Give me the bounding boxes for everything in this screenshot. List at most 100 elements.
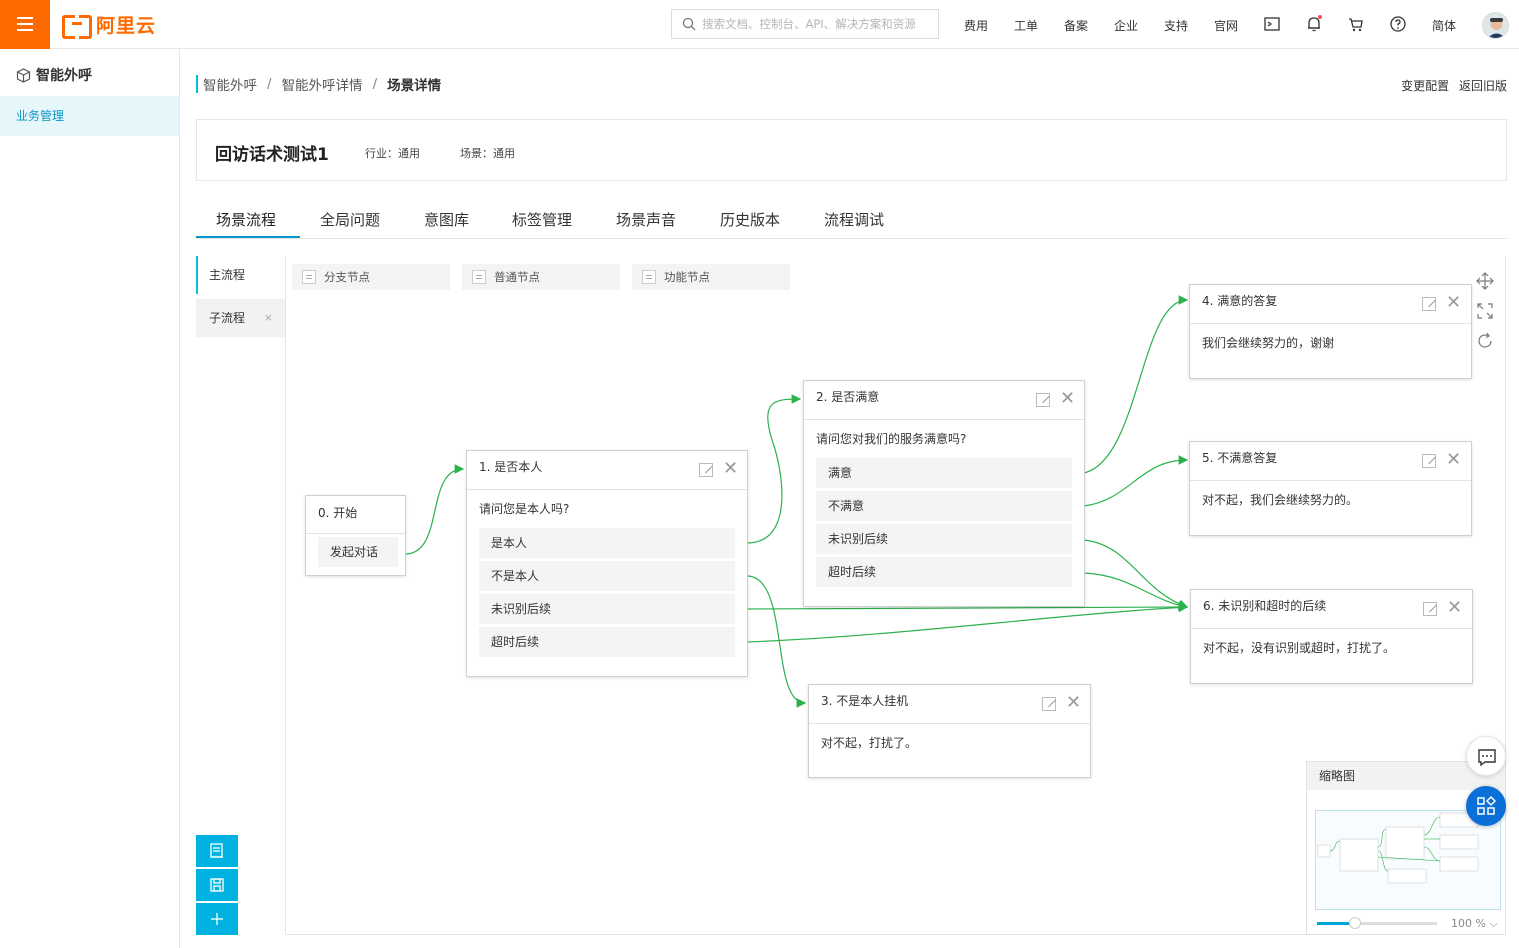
node-prompt: 对不起，我们会继续努力的。 — [1202, 493, 1359, 507]
chat-button[interactable] — [1466, 736, 1506, 776]
logo-text: 阿里云 — [96, 14, 157, 37]
node-prompt: 对不起，打扰了。 — [821, 736, 918, 750]
close-icon[interactable]: ✕ — [1060, 388, 1076, 409]
node-header: 2. 是否满意 ✕ — [804, 381, 1084, 420]
nav-official[interactable]: 官网 — [1214, 19, 1239, 33]
close-icon[interactable]: ✕ — [723, 458, 739, 479]
refresh-icon[interactable] — [1475, 331, 1495, 351]
tab-intent-library[interactable]: 意图库 — [424, 211, 470, 229]
cart-icon[interactable] — [1346, 14, 1366, 34]
node-option[interactable]: 超时后续 — [816, 557, 1072, 587]
scene-meta: 场景：通用 — [460, 147, 515, 160]
palette-label: 功能节点 — [664, 270, 710, 284]
node-title: 3. 不是本人挂机 — [821, 694, 909, 708]
change-config-link[interactable]: 变更配置 — [1401, 79, 1450, 93]
help-icon[interactable] — [1388, 14, 1408, 34]
flow-node-1[interactable]: 1. 是否本人 ✕ 请问您是本人吗? 是本人 不是本人 未识别后续 超时后续 — [466, 450, 748, 677]
flow-tab-main[interactable]: 主流程 — [196, 256, 285, 294]
tab-bar: 场景流程 全局问题 意图库 标签管理 场景声音 历史版本 流程调试 — [196, 200, 1507, 239]
node-option[interactable]: 发起对话 — [318, 537, 398, 567]
flow-tab-sub[interactable]: 子流程 × — [196, 299, 285, 337]
edit-icon[interactable] — [1422, 454, 1436, 468]
tab-history[interactable]: 历史版本 — [720, 211, 781, 229]
logo[interactable]: 阿里云 — [62, 13, 157, 39]
minimap-viewport[interactable] — [1315, 810, 1501, 910]
import-button[interactable] — [196, 835, 238, 867]
flow-node-6[interactable]: 6. 未识别和超时的后续 ✕ 对不起，没有识别或超时，打扰了。 — [1190, 589, 1473, 684]
breadcrumb-item[interactable]: 智能外呼详情 — [281, 78, 363, 94]
flow-node-5[interactable]: 5. 不满意答复 ✕ 对不起，我们会继续努力的。 — [1189, 441, 1472, 536]
search-box[interactable] — [671, 9, 939, 39]
zoom-slider[interactable] — [1317, 917, 1437, 929]
node-icon — [642, 270, 656, 284]
lang-switch[interactable]: 简体 — [1432, 19, 1457, 33]
zoom-level-value: 100 % — [1451, 917, 1486, 930]
breadcrumb-item[interactable]: 智能外呼 — [203, 78, 257, 94]
bell-icon[interactable] — [1304, 14, 1324, 34]
node-option[interactable]: 是本人 — [479, 528, 735, 558]
scene-header: 回访话术测试1 行业：通用 场景：通用 — [196, 119, 1507, 181]
search-input[interactable] — [702, 17, 932, 31]
close-icon[interactable]: ✕ — [1446, 292, 1462, 313]
tab-scene-voice[interactable]: 场景声音 — [616, 211, 677, 229]
save-button[interactable] — [196, 869, 238, 901]
fullscreen-icon[interactable] — [1475, 301, 1495, 321]
close-icon[interactable]: ✕ — [1066, 692, 1082, 713]
save-icon — [210, 878, 224, 892]
node-option[interactable]: 不满意 — [816, 491, 1072, 521]
flow-node-4[interactable]: 4. 满意的答复 ✕ 我们会继续努力的，谢谢 — [1189, 284, 1472, 379]
palette-label: 普通节点 — [494, 270, 540, 284]
tab-scene-flow[interactable]: 场景流程 — [216, 211, 277, 229]
flow-canvas[interactable] — [196, 256, 1506, 935]
node-option[interactable]: 满意 — [816, 458, 1072, 488]
nav-support[interactable]: 支持 — [1164, 19, 1189, 33]
edit-icon[interactable] — [699, 463, 713, 477]
node-prompt: 我们会继续努力的，谢谢 — [1202, 336, 1335, 350]
flow-tab-sub-label: 子流程 — [209, 311, 246, 325]
flow-node-start[interactable]: 0. 开始 发起对话 — [305, 495, 406, 576]
back-old-link[interactable]: 返回旧版 — [1458, 79, 1507, 93]
node-prompt: 对不起，没有识别或超时，打扰了。 — [1203, 641, 1396, 655]
terminal-icon[interactable] — [1262, 14, 1282, 34]
add-button[interactable] — [196, 903, 238, 935]
edit-icon[interactable] — [1422, 297, 1436, 311]
sidebar-item-business[interactable]: 业务管理 — [0, 96, 179, 136]
palette-function-node[interactable]: 功能节点 — [632, 264, 790, 290]
tab-flow-debug[interactable]: 流程调试 — [824, 211, 885, 229]
flow-tab-list: 主流程 子流程 × — [196, 256, 286, 935]
nav-fee[interactable]: 费用 — [964, 19, 989, 33]
node-option[interactable]: 未识别后续 — [479, 594, 735, 624]
edit-icon[interactable] — [1042, 697, 1056, 711]
menu-icon[interactable] — [0, 0, 50, 49]
breadcrumb: 智能外呼 / 智能外呼详情 / 场景详情 — [196, 75, 442, 94]
zoom-level[interactable]: 100 % ⌵ — [1451, 917, 1498, 930]
node-option[interactable]: 未识别后续 — [816, 524, 1072, 554]
nav-ticket[interactable]: 工单 — [1014, 19, 1039, 33]
node-option[interactable]: 不是本人 — [479, 561, 735, 591]
flow-node-2[interactable]: 2. 是否满意 ✕ 请问您对我们的服务满意吗? 满意 不满意 未识别后续 超时后… — [803, 380, 1085, 607]
node-header: 6. 未识别和超时的后续 ✕ — [1191, 590, 1472, 629]
flow-tab-main-label: 主流程 — [209, 268, 246, 282]
flow-node-3[interactable]: 3. 不是本人挂机 ✕ 对不起，打扰了。 — [808, 684, 1091, 778]
close-icon[interactable]: ✕ — [1446, 449, 1462, 470]
nav-icp[interactable]: 备案 — [1064, 19, 1089, 33]
avatar[interactable] — [1482, 12, 1509, 39]
edit-icon[interactable] — [1423, 602, 1437, 616]
palette-normal-node[interactable]: 普通节点 — [462, 264, 620, 290]
move-icon[interactable] — [1475, 271, 1495, 291]
node-header: 1. 是否本人 ✕ — [467, 451, 747, 490]
apps-icon — [1477, 795, 1497, 815]
close-icon[interactable]: ✕ — [1447, 597, 1463, 618]
tab-tag-management[interactable]: 标签管理 — [512, 211, 573, 229]
palette-branch-node[interactable]: 分支节点 — [292, 264, 450, 290]
page-title: 回访话术测试1 — [215, 145, 329, 165]
breadcrumb-current: 场景详情 — [387, 78, 442, 94]
node-option[interactable]: 超时后续 — [479, 627, 735, 657]
tab-global-questions[interactable]: 全局问题 — [320, 211, 381, 229]
edit-icon[interactable] — [1036, 393, 1050, 407]
close-icon[interactable]: × — [263, 311, 273, 324]
apps-button[interactable] — [1466, 786, 1506, 826]
zoom-slider-handle[interactable] — [1349, 917, 1361, 929]
nav-enterprise[interactable]: 企业 — [1114, 19, 1139, 33]
